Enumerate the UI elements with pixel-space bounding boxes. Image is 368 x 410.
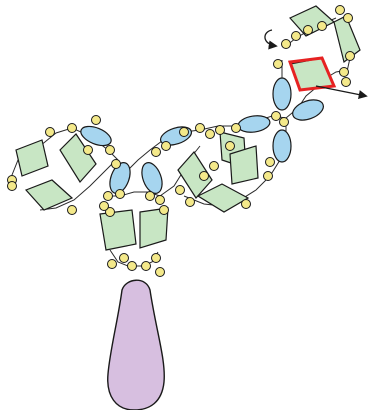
seed-bead <box>120 254 129 263</box>
seed-bead <box>216 126 225 135</box>
seed-bead <box>210 162 219 171</box>
seed-bead <box>156 268 165 277</box>
seed-bead <box>336 6 345 15</box>
seed-bead <box>266 158 275 167</box>
seed-bead <box>116 190 125 199</box>
seed-bead <box>274 60 283 69</box>
seed-bead <box>232 124 241 133</box>
seed-bead <box>282 40 291 49</box>
bicone-bead <box>100 210 136 250</box>
seed-bead <box>292 32 301 41</box>
seed-bead <box>160 206 169 215</box>
seed-bead <box>176 186 185 195</box>
seed-bead <box>342 78 351 87</box>
seed-bead <box>156 196 165 205</box>
seed-bead <box>68 124 77 133</box>
seed-bead <box>318 22 327 31</box>
seed-bead <box>340 68 349 77</box>
seed-bead <box>8 182 17 191</box>
seed-bead <box>280 118 289 127</box>
seed-bead <box>180 128 189 137</box>
seed-bead <box>346 52 355 61</box>
seed-bead <box>68 206 77 215</box>
seed-bead <box>152 254 161 263</box>
oval-bead <box>273 130 291 162</box>
seed-bead <box>162 142 171 151</box>
seed-bead <box>264 172 273 181</box>
seed-bead <box>344 14 353 23</box>
seed-bead <box>206 130 215 139</box>
seed-bead <box>92 116 101 125</box>
seed-bead <box>84 146 93 155</box>
seed-bead <box>106 146 115 155</box>
seed-bead <box>152 148 161 157</box>
seed-bead <box>112 160 121 169</box>
seed-bead <box>108 260 117 269</box>
seed-bead <box>100 202 109 211</box>
seed-bead <box>142 262 151 271</box>
seed-bead <box>186 198 195 207</box>
seed-bead <box>226 142 235 151</box>
seed-bead <box>242 200 251 209</box>
seed-bead <box>104 192 113 201</box>
seed-bead <box>146 192 155 201</box>
seed-bead <box>200 172 209 181</box>
seed-bead <box>272 112 281 121</box>
seed-bead <box>304 26 313 35</box>
seed-bead <box>46 128 55 137</box>
oval-bead <box>273 78 291 110</box>
seed-bead <box>128 262 137 271</box>
seed-bead <box>196 124 205 133</box>
